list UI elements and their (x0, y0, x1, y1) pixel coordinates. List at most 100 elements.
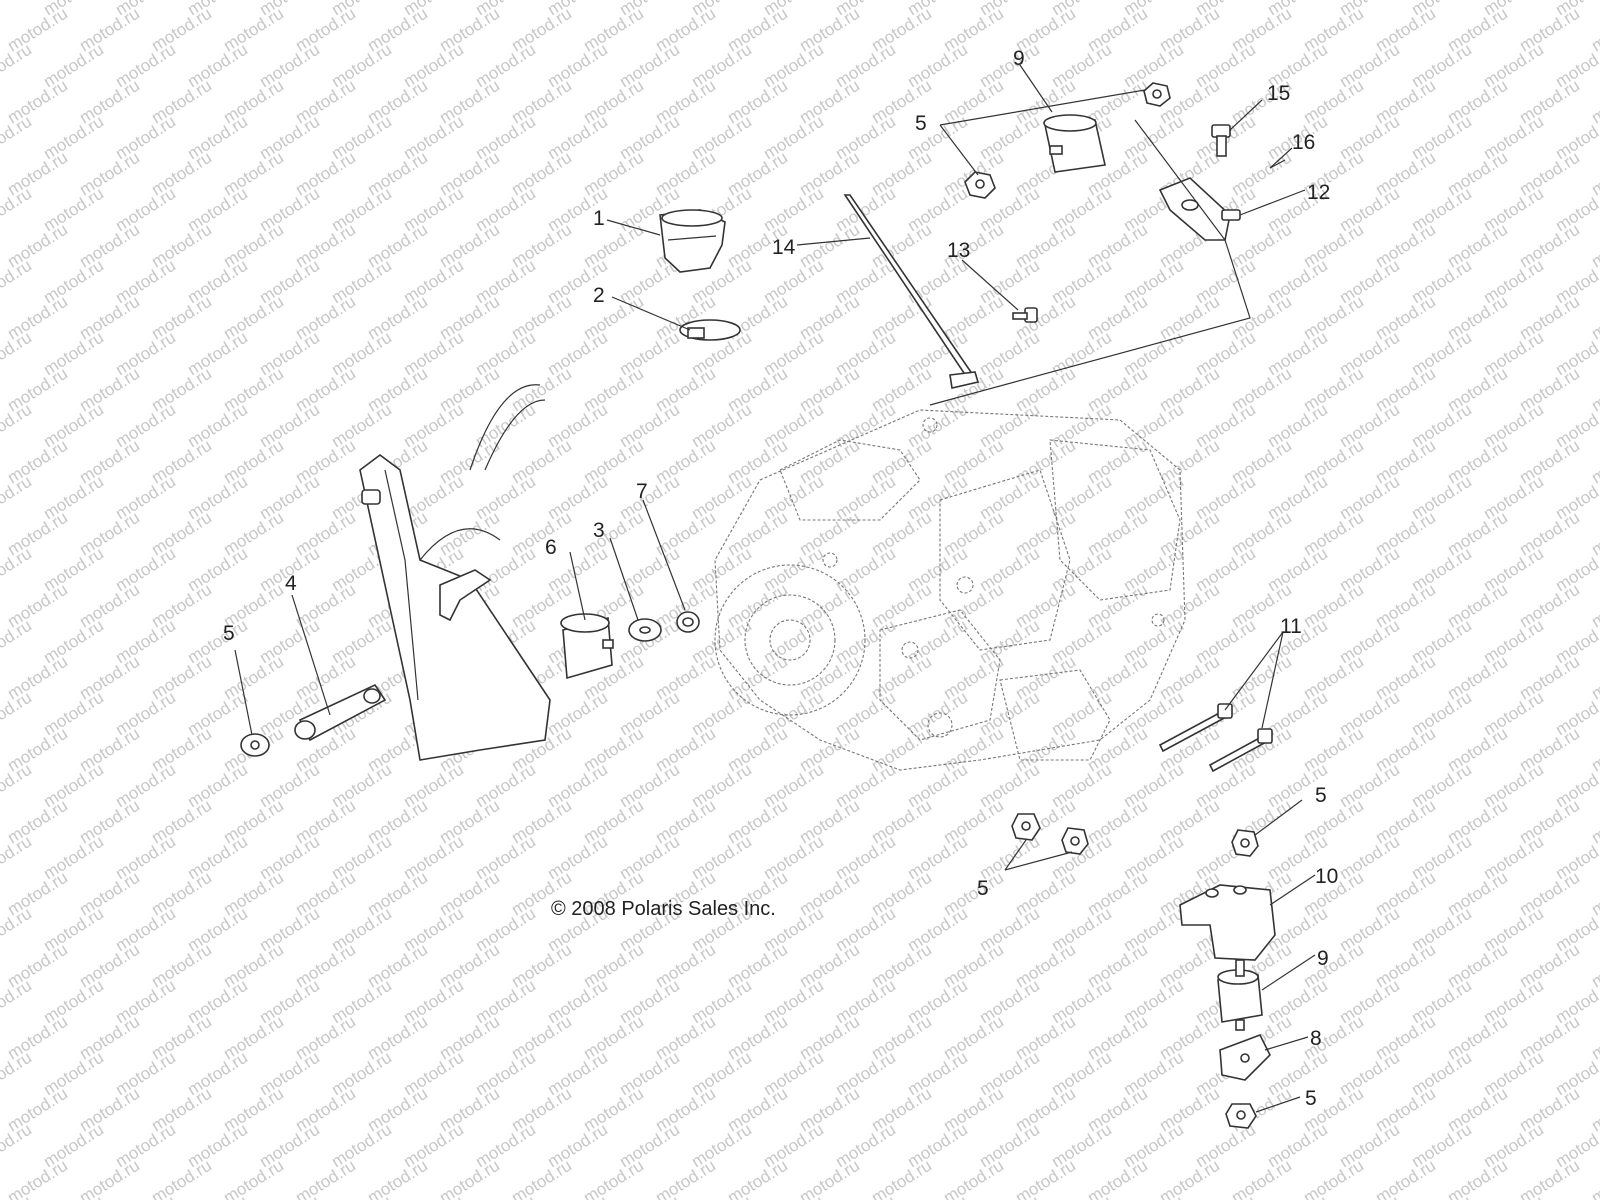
watermark-text: motod.ru (544, 472, 611, 524)
watermark-text: motod.ru (1048, 40, 1115, 92)
watermark-text: motod.ru (1012, 940, 1079, 992)
watermark-text: motod.ru (112, 112, 179, 164)
watermark-text: motod.ru (256, 256, 323, 308)
watermark-text: motod.ru (1192, 0, 1259, 19)
watermark-text: motod.ru (1516, 436, 1583, 488)
watermark-text: motod.ru (76, 436, 143, 488)
watermark-text: motod.ru (472, 1192, 539, 1200)
watermark-text: motod.ru (400, 184, 467, 236)
watermark-text: motod.ru (976, 1192, 1043, 1200)
watermark-text: motod.ru (544, 1120, 611, 1172)
watermark-text: motod.ru (1264, 256, 1331, 308)
watermark-text: motod.ru (1264, 688, 1331, 740)
watermark-text: motod.ru (1228, 508, 1295, 560)
watermark-text: motod.ru (364, 364, 431, 416)
watermark-text: motod.ru (616, 688, 683, 740)
watermark-text: motod.ru (1336, 112, 1403, 164)
part-9-mount-bottom (1217, 959, 1263, 1031)
watermark-text: motod.ru (832, 1192, 899, 1200)
watermark-text: motod.ru (1552, 40, 1600, 92)
watermark-text: motod.ru (580, 148, 647, 200)
watermark-text: motod.ru (1516, 364, 1583, 416)
watermark-text: motod.ru (1156, 652, 1223, 704)
watermark-text: motod.ru (436, 364, 503, 416)
watermark-text: motod.ru (544, 976, 611, 1028)
watermark-text: motod.ru (184, 1120, 251, 1172)
watermark-text: motod.ru (0, 1048, 35, 1100)
watermark-text: motod.ru (868, 148, 935, 200)
watermark-text: motod.ru (1588, 4, 1600, 56)
watermark-text: motod.ru (688, 1120, 755, 1172)
watermark-text: motod.ru (1444, 508, 1511, 560)
watermark-text: motod.ru (868, 940, 935, 992)
watermark-text: motod.ru (1012, 724, 1079, 776)
watermark-text: motod.ru (1408, 400, 1475, 452)
watermark-text: motod.ru (292, 508, 359, 560)
watermark-text: motod.ru (1336, 400, 1403, 452)
watermark-text: motod.ru (436, 940, 503, 992)
watermark-text: motod.ru (1444, 1156, 1511, 1200)
watermark-text: motod.ru (976, 688, 1043, 740)
watermark-text: motod.ru (40, 184, 107, 236)
watermark-text: motod.ru (1480, 544, 1547, 596)
watermark-text: motod.ru (148, 724, 215, 776)
watermark-text: motod.ru (256, 1048, 323, 1100)
watermark-text: motod.ru (112, 832, 179, 884)
watermark-text: motod.ru (256, 328, 323, 380)
part-3-washer (628, 618, 662, 642)
watermark-text: motod.ru (4, 652, 71, 704)
watermark-text: motod.ru (1552, 904, 1600, 956)
watermark-text: motod.ru (148, 796, 215, 848)
part-16-pin (1269, 159, 1286, 169)
watermark-text: motod.ru (580, 796, 647, 848)
watermark-text: motod.ru (1372, 580, 1439, 632)
watermark-text: motod.ru (1588, 940, 1600, 992)
watermark-text: motod.ru (472, 328, 539, 380)
watermark-text: motod.ru (292, 292, 359, 344)
watermark-text: motod.ru (1084, 868, 1151, 920)
watermark-text: motod.ru (1120, 760, 1187, 812)
watermark-text: motod.ru (1516, 76, 1583, 128)
watermark-text: motod.ru (976, 112, 1043, 164)
frame-bracket (359, 384, 551, 761)
watermark-text: motod.ru (796, 940, 863, 992)
watermark-text: motod.ru (1336, 40, 1403, 92)
watermark-text: motod.ru (1372, 1084, 1439, 1136)
watermark-text: motod.ru (1084, 652, 1151, 704)
watermark-text: motod.ru (724, 364, 791, 416)
watermark-text: motod.ru (724, 4, 791, 56)
watermark-text: motod.ru (4, 1084, 71, 1136)
watermark-text: motod.ru (1012, 868, 1079, 920)
watermark-text: motod.ru (4, 940, 71, 992)
watermark-text: motod.ru (0, 976, 35, 1028)
watermark-text: motod.ru (544, 0, 611, 19)
watermark-text: motod.ru (256, 0, 323, 19)
watermark-text: motod.ru (472, 40, 539, 92)
watermark-text: motod.ru (652, 436, 719, 488)
watermark-text: motod.ru (40, 472, 107, 524)
watermark-text: motod.ru (1480, 1192, 1547, 1200)
watermark-text: motod.ru (940, 796, 1007, 848)
watermark-text: motod.ru (580, 4, 647, 56)
watermark-text: motod.ru (1120, 976, 1187, 1028)
watermark-text: motod.ru (796, 652, 863, 704)
watermark-text: motod.ru (724, 1156, 791, 1200)
callout-5-right-upper: 5 (1315, 784, 1327, 807)
watermark-text: motod.ru (40, 0, 107, 19)
watermark-text: motod.ru (724, 580, 791, 632)
watermark-text: motod.ru (184, 184, 251, 236)
watermark-text: motod.ru (1444, 724, 1511, 776)
watermark-text: motod.ru (328, 1120, 395, 1172)
watermark-text: motod.ru (688, 760, 755, 812)
watermark-text: motod.ru (904, 400, 971, 452)
watermark-text: motod.ru (400, 256, 467, 308)
watermark-text: motod.ru (1552, 1120, 1600, 1172)
watermark-text: motod.ru (760, 0, 827, 19)
part-5-nut-top-right (1143, 82, 1171, 107)
watermark-text: motod.ru (1408, 1120, 1475, 1172)
watermark-text: motod.ru (1156, 292, 1223, 344)
watermark-text: motod.ru (1336, 1192, 1403, 1200)
watermark-text: motod.ru (1588, 436, 1600, 488)
watermark-text: motod.ru (868, 652, 935, 704)
watermark-text: motod.ru (1408, 184, 1475, 236)
